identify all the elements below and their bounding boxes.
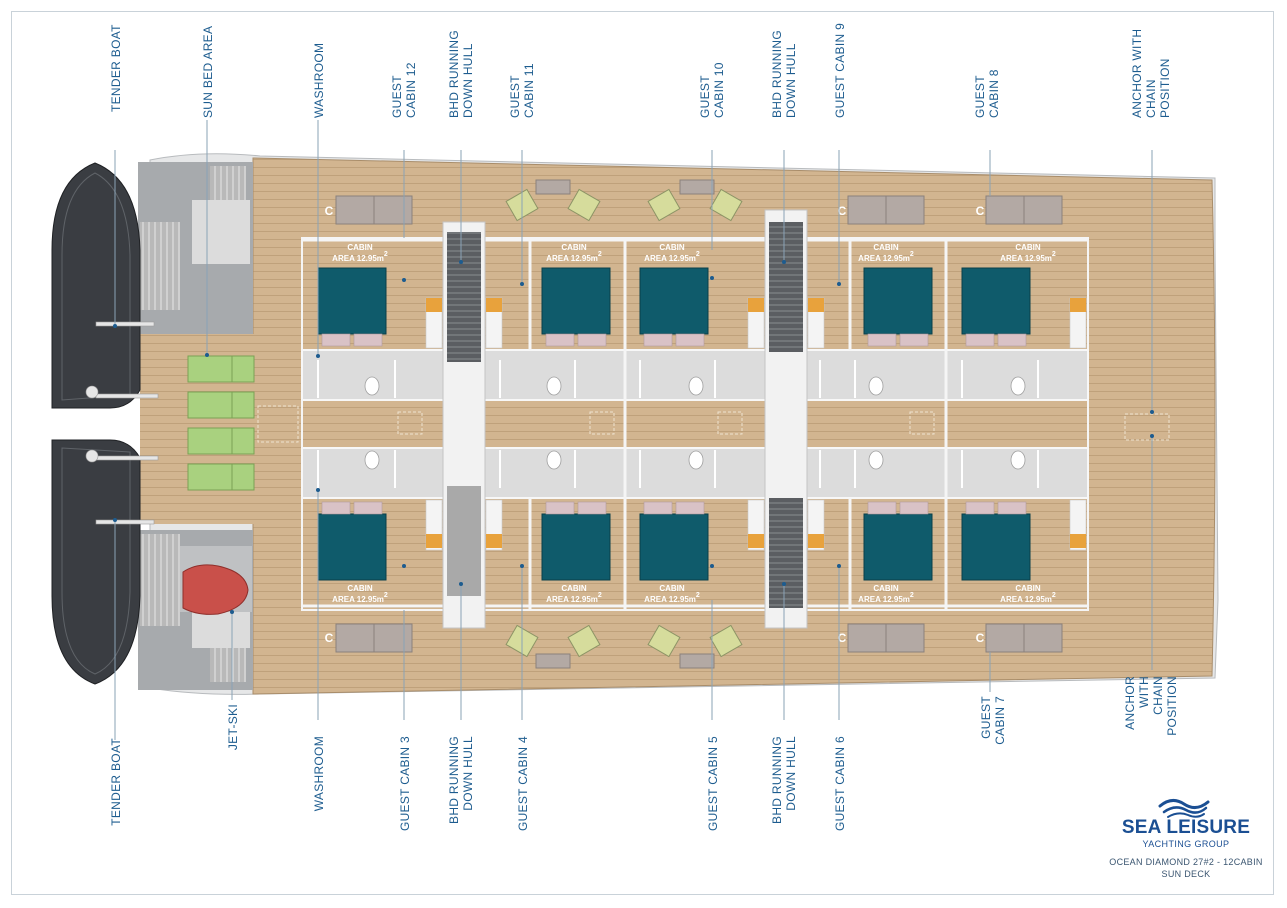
label-jet-ski: JET-SKI (226, 704, 240, 750)
svg-text:AREA 12.95m2: AREA 12.95m2 (858, 251, 914, 263)
armchair-groups (505, 179, 743, 669)
deck-name: SUN DECK (1161, 869, 1211, 879)
label-guest-cabin-4: GUEST CABIN 4 (516, 736, 530, 831)
label-guest-cabin-5: GUEST CABIN 5 (706, 736, 720, 831)
svg-text:AREA 12.95m2: AREA 12.95m2 (546, 592, 602, 604)
aft-stairs-top (140, 222, 180, 310)
label-tender-boat-bottom: TENDER BOAT (109, 738, 123, 826)
svg-text:CABIN: CABIN (659, 584, 685, 593)
label-guest-cabin-6: GUEST CABIN 6 (833, 736, 847, 831)
toilets (364, 376, 1026, 470)
leader-lines (114, 120, 1153, 740)
top-labels: TENDER BOAT SUN BED AREA WASHROOM GUESTC… (109, 23, 1172, 118)
svg-text:AREA 12.95m2: AREA 12.95m2 (644, 592, 700, 604)
label-bhd-top-left: BHD RUNNINGDOWN HULL (447, 30, 475, 118)
label-guest-cabin-3: GUEST CABIN 3 (398, 736, 412, 831)
svg-text:AREA 12.95m2: AREA 12.95m2 (546, 251, 602, 263)
brand-name: SEA LEISURE (1121, 817, 1251, 838)
model-name: OCEAN DIAMOND 27#2 - 12CABIN (1109, 857, 1263, 867)
svg-text:AREA 12.95m2: AREA 12.95m2 (332, 251, 388, 263)
label-bhd-top-right: BHD RUNNINGDOWN HULL (770, 30, 798, 118)
tender-davits (85, 321, 159, 525)
svg-text:CABIN: CABIN (561, 584, 587, 593)
svg-text:C: C (976, 631, 985, 645)
svg-text:C: C (976, 204, 985, 218)
svg-text:CABIN: CABIN (347, 584, 373, 593)
label-washroom-top: WASHROOM (312, 43, 326, 118)
jet-ski (182, 564, 249, 615)
label-guest-cabin-12: GUESTCABIN 12 (390, 62, 418, 118)
cabin-label-12a: CABIN (347, 243, 373, 252)
tender-boat-top (51, 162, 141, 409)
svg-text:CABIN: CABIN (659, 243, 685, 252)
label-anchor-bottom: ANCHORWITHCHAINPOSITION (1123, 676, 1179, 736)
label-guest-cabin-7: GUESTCABIN 7 (979, 696, 1007, 745)
svg-text:CABIN: CABIN (873, 584, 899, 593)
svg-text:C: C (325, 631, 334, 645)
sea-leisure-wave-icon (1158, 799, 1210, 818)
label-tender-boat-top: TENDER BOAT (109, 24, 123, 112)
aft-stairs-bottom (140, 534, 180, 626)
svg-text:CABIN: CABIN (561, 243, 587, 252)
bed-pillows (321, 333, 1027, 515)
cabin-area-labels: CABIN AREA 12.95m2 CABIN AREA 12.95m2 CA… (332, 243, 1056, 604)
label-guest-cabin-11: GUESTCABIN 11 (508, 63, 536, 118)
tender-boat-bottom (51, 439, 141, 685)
sun-beds (187, 355, 255, 491)
label-guest-cabin-8: GUESTCABIN 8 (973, 69, 1001, 118)
label-bhd-bottom-right: BHD RUNNINGDOWN HULL (770, 736, 798, 824)
svg-text:AREA 12.95m2: AREA 12.95m2 (332, 592, 388, 604)
svg-text:CABIN: CABIN (1015, 243, 1041, 252)
svg-text:AREA 12.95m2: AREA 12.95m2 (1000, 251, 1056, 263)
drawing-frame (11, 11, 1274, 895)
svg-text:C: C (325, 204, 334, 218)
label-guest-cabin-10: GUESTCABIN 10 (698, 62, 726, 118)
label-washroom-bottom: WASHROOM (312, 736, 326, 811)
svg-text:AREA 12.95m2: AREA 12.95m2 (858, 592, 914, 604)
svg-text:AREA 12.95m2: AREA 12.95m2 (644, 251, 700, 263)
svg-text:AREA 12.95m2: AREA 12.95m2 (1000, 592, 1056, 604)
lounge-sofas (335, 195, 1063, 653)
label-bhd-bottom-left: BHD RUNNINGDOWN HULL (447, 736, 475, 824)
svg-text:C: C (838, 631, 847, 645)
brand-block: SEA LEISURE YACHTING GROUP OCEAN DIAMOND… (1100, 793, 1272, 879)
svg-text:CABIN: CABIN (1015, 584, 1041, 593)
label-sun-bed-area: SUN BED AREA (201, 26, 215, 118)
chair-markers: C C C C C C (325, 204, 985, 645)
cabin-beds (317, 267, 1031, 581)
svg-text:CABIN: CABIN (873, 243, 899, 252)
bottom-labels: TENDER BOAT JET-SKI WASHROOM GUEST CABIN… (109, 676, 1179, 831)
label-guest-cabin-9: GUEST CABIN 9 (833, 23, 847, 118)
svg-text:C: C (838, 204, 847, 218)
brand-subtitle: YACHTING GROUP (1142, 839, 1230, 849)
label-anchor-top: ANCHOR WITHCHAINPOSITION (1130, 29, 1172, 118)
